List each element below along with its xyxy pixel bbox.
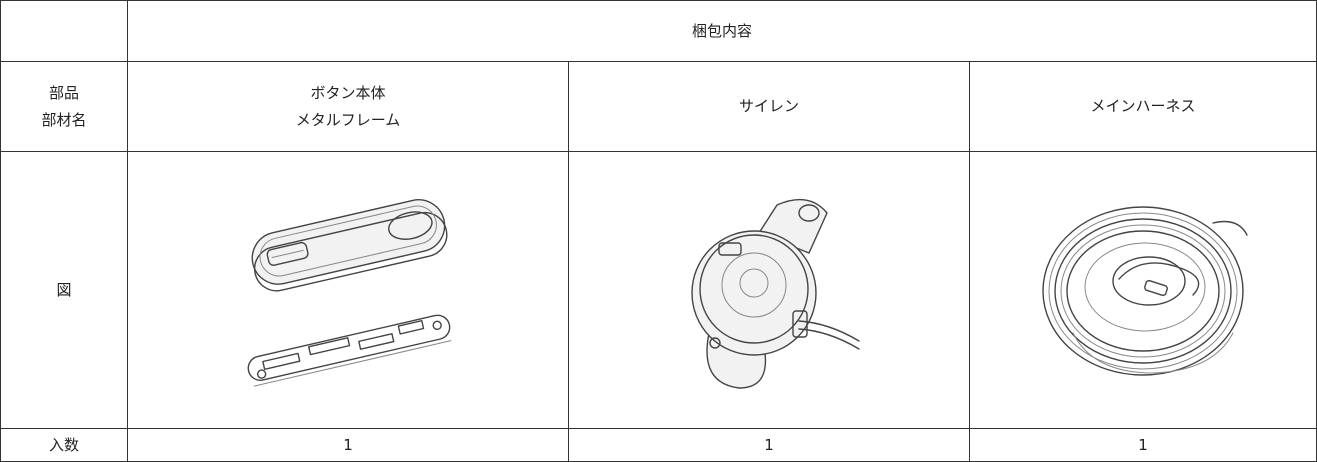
part-label-line-1: 部品: [48, 83, 79, 102]
siren-icon: [691, 198, 860, 389]
quantity-siren: 1: [568, 428, 970, 462]
part-name-line-1: ボタン本体: [310, 83, 386, 102]
package-contents-title: 梱包内容: [126, 0, 1317, 62]
part-name-line-2: メタルフレーム: [295, 110, 401, 129]
part-name-harness: メインハーネス: [968, 61, 1317, 152]
part-label-line-2: 部材名: [41, 110, 87, 129]
part-name-label: 部品 部材名: [0, 61, 128, 152]
part-name-line-1: メインハーネス: [1090, 97, 1196, 115]
quantity-button: 1: [127, 428, 569, 462]
figure-cell-harness: [968, 151, 1317, 429]
header-empty-cell: [0, 0, 128, 62]
figure-cell-button: [127, 151, 569, 429]
header-row: 梱包内容: [0, 0, 1317, 62]
figure-label: 図: [0, 151, 128, 429]
figure-cell-siren: [568, 151, 970, 429]
button-and-metal-frame-icon: [247, 198, 452, 387]
main-harness-coil-icon: [1042, 205, 1248, 376]
quantity-row: 入数 1 1 1: [0, 428, 1317, 462]
part-name-line-1: サイレン: [738, 97, 799, 115]
quantity-harness: 1: [968, 428, 1317, 462]
part-name-row: 部品 部材名 ボタン本体 メタルフレーム サイレン メインハーネス: [0, 61, 1317, 152]
quantity-label: 入数: [0, 428, 128, 462]
part-name-button: ボタン本体 メタルフレーム: [127, 61, 569, 152]
figure-row: 図: [0, 151, 1317, 429]
part-name-siren: サイレン: [568, 61, 970, 152]
